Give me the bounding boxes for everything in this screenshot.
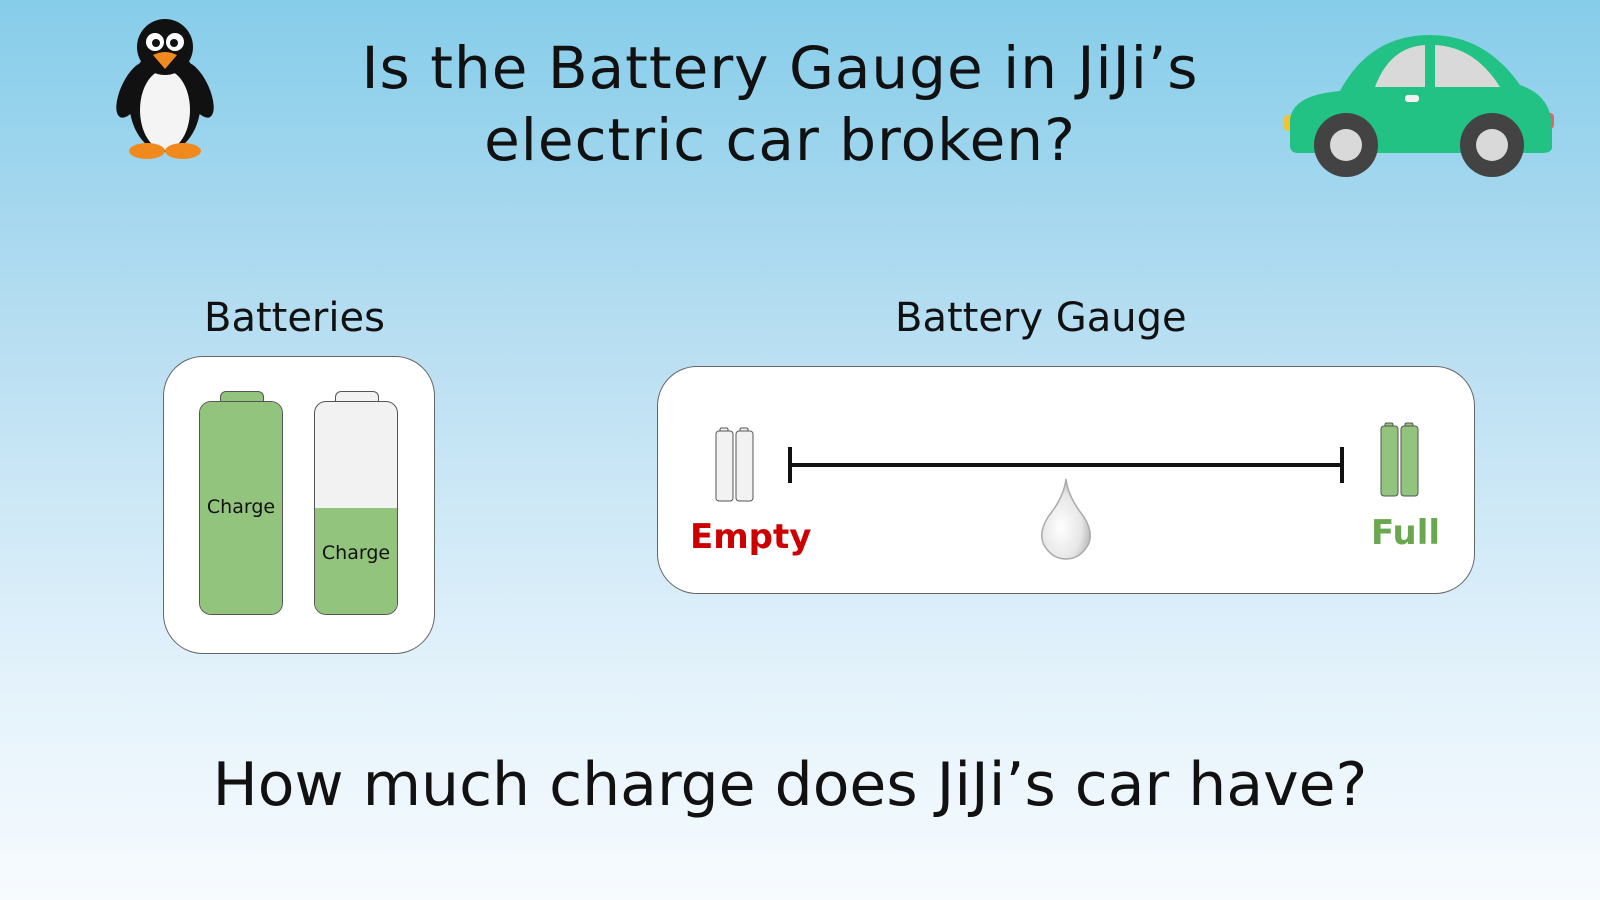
batteries-heading: Batteries: [204, 295, 385, 341]
gauge-slider-track[interactable]: [788, 445, 1344, 485]
drop-icon[interactable]: [1038, 477, 1094, 561]
battery-charge-label: Charge: [321, 542, 391, 564]
empty-battery-icon: [715, 427, 754, 502]
battery-charge-fill: [200, 402, 282, 614]
question-text: How much charge does JiJi’s car have?: [212, 750, 1368, 820]
battery-cap: [335, 391, 379, 404]
battery-body: Charge: [199, 401, 283, 615]
gauge-empty-label: Empty: [690, 517, 812, 557]
battery-half: Charge: [314, 391, 398, 615]
battery-cap: [220, 391, 264, 404]
battery-gauge-panel: Empty Full: [657, 366, 1475, 594]
full-battery-icon: [1380, 422, 1419, 497]
car-icon: [1284, 35, 1554, 177]
page-title: Is the Battery Gauge in JiJi’s electric …: [361, 34, 1199, 174]
gauge-heading: Battery Gauge: [895, 295, 1187, 341]
battery-charge-fill: [315, 508, 397, 614]
battery-charge-label: Charge: [206, 496, 276, 518]
gauge-full-label: Full: [1371, 513, 1441, 553]
penguin-icon: [116, 19, 214, 159]
battery-full: Charge: [199, 391, 283, 615]
battery-body: Charge: [314, 401, 398, 615]
batteries-panel: Charge Charge: [163, 356, 435, 654]
